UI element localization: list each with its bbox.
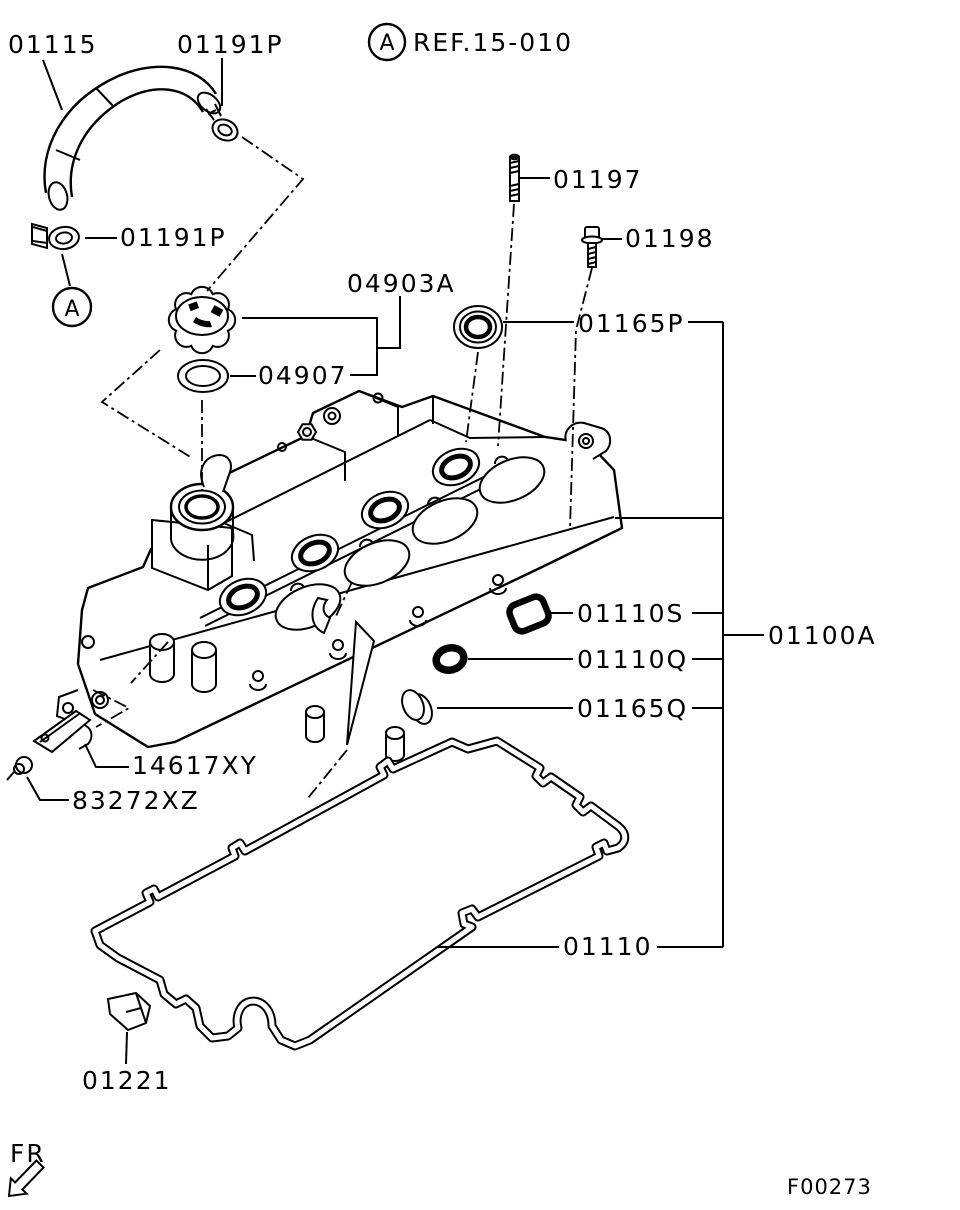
reference-marker-letter: A: [379, 31, 394, 56]
label-square-gasket: 01110S: [577, 599, 684, 628]
bracket-drawing: [32, 709, 93, 754]
label-seal-p: 01165P: [578, 309, 685, 338]
seal-p-drawing: [453, 305, 503, 349]
part-number-labels: 01115 01191P 01197 01198 01191P 04903A 0…: [8, 30, 877, 1095]
view-marker-letter: A: [64, 297, 79, 322]
packing-drawing: [106, 991, 152, 1032]
reference-text: REF.15-010: [413, 28, 573, 57]
label-packing: 01221: [82, 1066, 172, 1095]
oring-drawing: [432, 644, 468, 674]
label-bolt: 01198: [625, 224, 715, 253]
hose-clamp-lower-drawing: [31, 222, 80, 251]
cap-oring-drawing: [177, 359, 229, 393]
label-bracket-bolt: 83272XZ: [72, 786, 200, 815]
label-clamp-upper: 01191P: [177, 30, 284, 59]
label-clamp-lower: 01191P: [120, 223, 227, 252]
rocker-cover-drawing: [55, 389, 624, 762]
reference-note: A REF.15-010: [367, 22, 573, 62]
label-oring-q: 01110Q: [577, 645, 688, 674]
bracket-bolt-drawing: [6, 756, 33, 781]
label-cover-assembly: 01100A: [768, 621, 877, 650]
leader-lines: [26, 58, 764, 1065]
label-cover-gasket: 01110: [563, 932, 653, 961]
oil-filler-neck: [151, 453, 235, 592]
seal-cap-drawing: [401, 689, 433, 725]
figure-code: F00273: [787, 1175, 872, 1199]
spark-plug-tube-holes: [218, 447, 481, 617]
label-oil-filler-cap: 04903A: [347, 269, 456, 298]
stud-bolt-drawing: [509, 153, 520, 202]
flange-bolt-drawing: [581, 226, 603, 268]
breather-hose-drawing: [43, 65, 222, 211]
label-seal-q: 01165Q: [577, 694, 688, 723]
label-cap-oring: 04907: [258, 361, 348, 390]
label-hose: 01115: [8, 30, 98, 59]
hose-clamp-upper-drawing: [205, 103, 239, 142]
label-stud: 01197: [553, 165, 643, 194]
square-gasket-drawing: [506, 593, 552, 635]
front-direction-indicator: FR: [7, 1139, 46, 1198]
front-direction-arrow-icon: [7, 1159, 46, 1198]
cover-gasket-drawing: [90, 736, 630, 1051]
view-marker-a: A: [51, 286, 93, 328]
alignment-lines: [92, 136, 593, 799]
label-bracket: 14617XY: [132, 751, 258, 780]
oil-filler-cap-drawing: [167, 285, 237, 355]
